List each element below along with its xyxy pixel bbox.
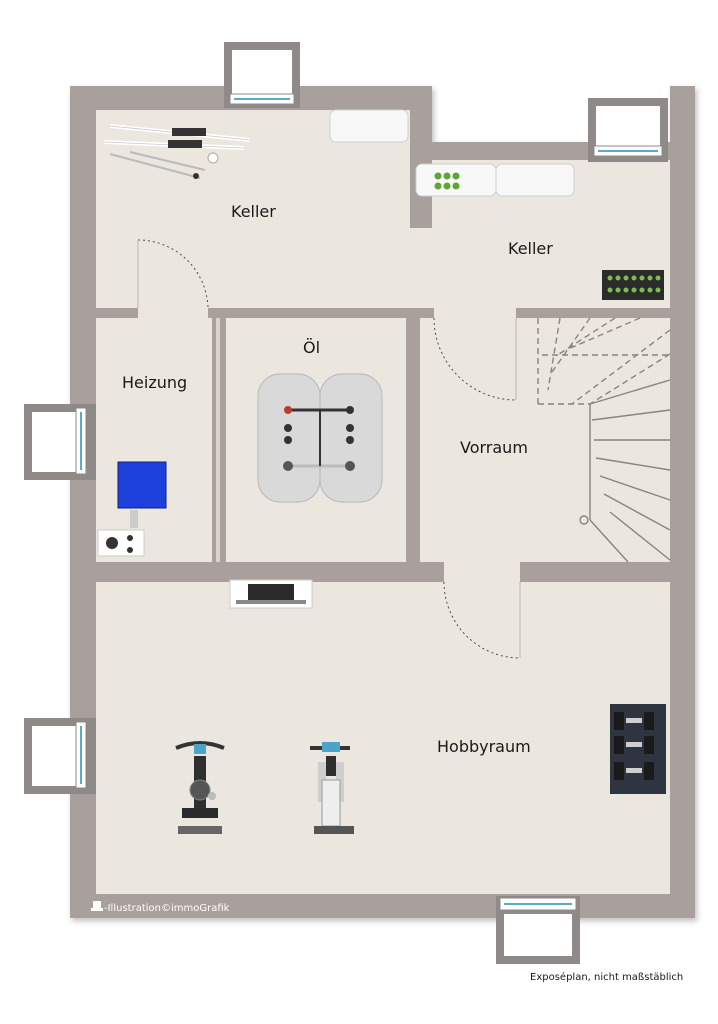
radiator-icon — [329, 109, 409, 143]
plan-note: Exposéplan, nicht maßstäblich — [530, 971, 683, 983]
window-top-east — [588, 98, 668, 162]
door-hobbyraum — [443, 581, 521, 659]
door-vorraum — [433, 317, 517, 401]
exercise-bike-icon — [175, 741, 225, 834]
doors — [137, 239, 521, 659]
elliptical-trainer-icon — [310, 742, 354, 834]
immografik-logo-icon — [91, 901, 103, 911]
tv-icon — [229, 579, 313, 609]
room-label-keller-east: Keller — [508, 239, 553, 258]
window-top-west — [224, 42, 300, 108]
floors — [96, 110, 670, 894]
illustration-credit: -Illustration©immoGrafik — [104, 903, 230, 914]
room-label-keller-west: Keller — [231, 202, 276, 221]
radiator-icon — [415, 163, 575, 197]
oil-tank-icon — [257, 373, 383, 503]
room-label-heizung: Heizung — [122, 373, 187, 392]
window-bottom — [496, 896, 580, 964]
interior-walls — [96, 86, 670, 582]
room-label-hobbyraum: Hobbyraum — [437, 737, 531, 756]
windows — [24, 42, 668, 964]
room-label-vorraum: Vorraum — [460, 438, 528, 457]
bottle-crate-icon — [602, 270, 664, 300]
window-left-lower — [24, 718, 96, 794]
window-left-upper — [24, 404, 96, 480]
room-label-oel: Öl — [303, 338, 320, 357]
weight-rack-icon — [610, 704, 666, 794]
boiler-icon — [97, 461, 167, 557]
skis-icon — [103, 124, 251, 179]
staircase-icon — [537, 317, 671, 563]
wall-pipe — [216, 318, 220, 562]
